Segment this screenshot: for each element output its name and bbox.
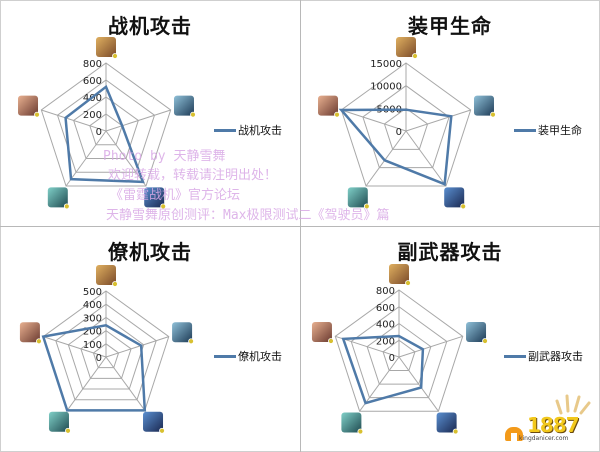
chart-panel-subweapon-attack: 副武器攻击 0 200 400 600 800 副武器攻击 — [300, 226, 600, 452]
radar-chart: 0 200 400 600 800 — [311, 264, 488, 435]
character-avatar-icon — [48, 411, 71, 434]
chart-title: 僚机攻击 — [108, 240, 192, 264]
legend-label: 装甲生命 — [538, 124, 582, 137]
character-avatar-icon — [18, 95, 40, 118]
character-avatar-icon — [396, 37, 418, 59]
character-avatar-icon — [173, 95, 196, 118]
svg-text:600: 600 — [83, 76, 102, 87]
svg-text:0: 0 — [96, 127, 102, 138]
character-avatar-icon — [47, 187, 70, 210]
character-avatar-icon — [143, 411, 165, 434]
svg-text:500: 500 — [83, 287, 102, 298]
logo-text: 1887 — [527, 413, 580, 437]
svg-text:15000: 15000 — [370, 59, 402, 70]
svg-text:0: 0 — [96, 353, 102, 364]
legend-label: 战机攻击 — [238, 124, 282, 137]
legend-label: 副武器攻击 — [528, 350, 583, 363]
legend-swatch — [214, 128, 236, 132]
chart-title: 战机攻击 — [108, 14, 192, 38]
svg-text:800: 800 — [83, 59, 102, 70]
character-avatar-icon — [311, 321, 334, 344]
character-avatar-icon — [389, 264, 411, 286]
logo-subtitle: kingdanicer.com — [519, 435, 569, 442]
character-avatar-icon — [473, 95, 496, 118]
svg-text:100: 100 — [83, 340, 102, 351]
panel-divider-horizontal — [0, 226, 600, 227]
svg-text:400: 400 — [83, 300, 102, 311]
radar-chart: 0 100 200 300 400 500 — [19, 265, 194, 434]
watermark-line-3: 《雷霆战机》官方论坛 — [110, 188, 241, 203]
watermark-line-2: 欢迎转载，转载请注明出处！ — [108, 168, 278, 183]
chart-panel-wingman-attack: 僚机攻击 0 100 200 300 400 500 僚机攻击 — [0, 226, 300, 452]
chart-legend: 僚机攻击 — [214, 348, 282, 364]
svg-text:0: 0 — [389, 353, 395, 364]
svg-text:600: 600 — [376, 303, 395, 314]
character-avatar-icon — [144, 187, 167, 210]
legend-swatch — [504, 354, 526, 358]
character-avatar-icon — [172, 322, 194, 345]
svg-text:200: 200 — [376, 336, 395, 347]
svg-text:800: 800 — [376, 286, 395, 297]
character-avatar-icon — [96, 265, 118, 287]
svg-text:200: 200 — [83, 110, 102, 121]
legend-label: 僚机攻击 — [238, 350, 282, 363]
logo-rays-icon — [555, 394, 591, 415]
character-avatar-icon — [19, 322, 42, 345]
watermark-line-1: Photo by 天静雪舞 — [103, 149, 226, 164]
svg-text:10000: 10000 — [370, 82, 402, 93]
chart-legend: 副武器攻击 — [504, 348, 583, 364]
svg-text:300: 300 — [83, 313, 102, 324]
chart-title: 装甲生命 — [408, 14, 492, 38]
chart-title: 副武器攻击 — [397, 240, 503, 264]
character-avatar-icon — [444, 187, 467, 210]
character-avatar-icon — [347, 187, 370, 210]
svg-text:0: 0 — [396, 127, 402, 138]
legend-swatch — [514, 128, 536, 132]
svg-text:200: 200 — [83, 327, 102, 338]
svg-text:400: 400 — [376, 320, 395, 331]
character-avatar-icon — [466, 321, 488, 344]
house-icon — [505, 427, 523, 441]
character-avatar-icon — [341, 412, 364, 435]
watermark-line-4: 天静雪舞原创测评：Max极限测试二《驾驶员》篇 — [106, 208, 390, 223]
site-logo: 1887 kingdanicer.com — [505, 393, 597, 449]
chart-legend: 战机攻击 — [214, 122, 282, 138]
character-avatar-icon — [318, 95, 340, 118]
character-avatar-icon — [96, 37, 118, 59]
legend-swatch — [214, 354, 236, 358]
character-avatar-icon — [436, 412, 459, 435]
chart-legend: 装甲生命 — [514, 122, 582, 138]
